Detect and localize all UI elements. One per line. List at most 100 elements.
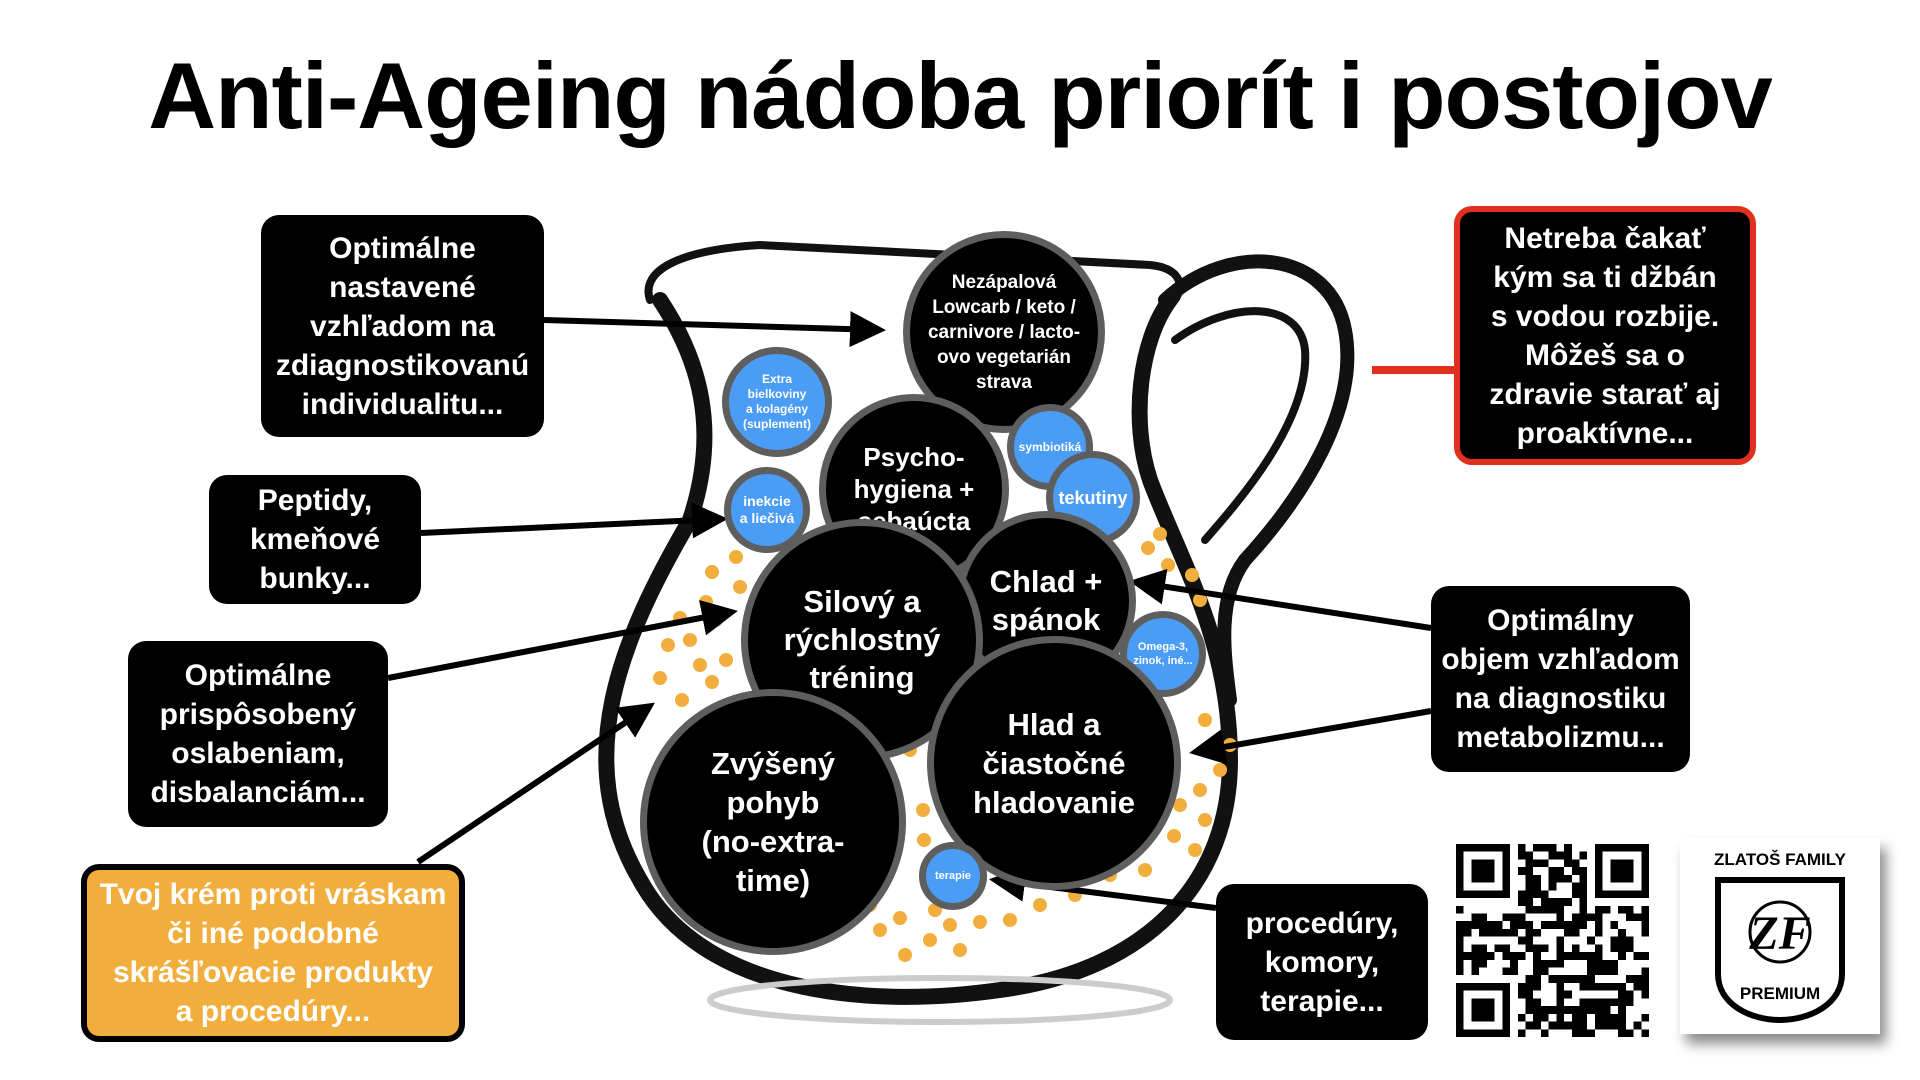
qr-module — [1564, 975, 1572, 983]
qr-module — [1548, 975, 1557, 983]
qr-module — [1564, 921, 1572, 929]
qr-module — [1479, 959, 1487, 968]
qr-module — [1556, 990, 1565, 999]
qr-module — [1641, 952, 1649, 960]
qr-module — [1641, 982, 1649, 991]
qr-module — [1633, 1021, 1642, 1030]
qr-module — [1556, 921, 1565, 929]
qr-module — [1571, 928, 1580, 937]
qr-module — [1594, 959, 1603, 968]
qr-module — [1533, 928, 1541, 937]
circle-therapy: terapie — [919, 842, 987, 910]
qr-module — [1486, 928, 1495, 937]
arrow-diet — [543, 311, 886, 348]
orange-dot — [953, 943, 967, 957]
qr-module — [1548, 851, 1557, 860]
qr-module — [1510, 967, 1518, 976]
logo-tier-text: PREMIUM — [1740, 984, 1820, 1003]
qr-module — [1587, 982, 1595, 991]
circle-protein: Extra bielkoviny a kolagény (suplement) — [722, 347, 832, 457]
qr-module — [1533, 844, 1541, 852]
qr-module — [1540, 859, 1549, 868]
qr-module — [1579, 952, 1588, 960]
qr-module — [1625, 913, 1634, 922]
qr-module — [1587, 936, 1595, 945]
qr-module — [1502, 952, 1511, 960]
qr-module — [1540, 898, 1549, 906]
orange-dot — [1167, 829, 1181, 843]
qr-module — [1602, 905, 1611, 914]
orange-dot — [1173, 798, 1187, 812]
logo-mark: ZF — [1748, 907, 1810, 960]
qr-module — [1556, 905, 1565, 914]
orange-dot — [1141, 541, 1155, 555]
qr-module — [1517, 921, 1526, 929]
orange-dot — [675, 693, 689, 707]
qr-module — [1587, 1006, 1595, 1014]
orange-dot — [661, 638, 675, 652]
qr-module — [1556, 998, 1565, 1007]
qr-module — [1564, 1021, 1572, 1030]
orange-dot — [1193, 783, 1207, 797]
qr-module — [1641, 1013, 1649, 1022]
qr-module — [1556, 898, 1565, 906]
qr-module — [1456, 936, 1464, 945]
qr-module — [1571, 882, 1580, 891]
qr-module — [1456, 905, 1464, 914]
qr-module — [1579, 982, 1588, 991]
qr-module — [1625, 905, 1634, 914]
qr-module — [1540, 959, 1549, 968]
qr-module — [1525, 882, 1534, 891]
qr-module — [1564, 859, 1572, 868]
qr-module — [1463, 952, 1472, 960]
qr-module — [1502, 928, 1511, 937]
arrows — [387, 311, 1432, 911]
qr-module — [1579, 913, 1588, 922]
qr-module — [1494, 921, 1503, 929]
qr-module — [1548, 959, 1557, 968]
qr-module — [1641, 913, 1649, 922]
qr-module — [1571, 890, 1580, 899]
orange-dot — [1161, 558, 1175, 572]
qr-module — [1556, 975, 1565, 983]
callout-diet-setting: Optimálne nastavené vzhľadom na zdiagnos… — [261, 215, 544, 437]
qr-module — [1525, 890, 1534, 899]
qr-module — [1517, 990, 1526, 999]
qr-module — [1517, 1029, 1526, 1037]
qr-module — [1610, 998, 1619, 1007]
qr-module — [1510, 928, 1518, 937]
qr-module — [1533, 975, 1541, 983]
qr-module — [1517, 867, 1526, 875]
qr-module — [1517, 936, 1526, 945]
qr-module — [1587, 967, 1595, 976]
orange-dot — [917, 833, 931, 847]
qr-module — [1471, 952, 1480, 960]
qr-module — [1463, 928, 1472, 937]
page-title: Anti-Ageing nádoba priorít i postojov — [148, 43, 1773, 148]
qr-module — [1564, 1006, 1572, 1014]
callout-training-adapted: Optimálne prispôsobený oslabeniam, disba… — [128, 641, 388, 827]
qr-module — [1556, 1006, 1565, 1014]
qr-module — [1494, 944, 1503, 953]
qr-module — [1594, 952, 1603, 960]
qr-module — [1579, 1013, 1588, 1022]
qr-module — [1517, 1013, 1526, 1022]
arrow-peptides — [420, 502, 728, 539]
qr-module — [1510, 952, 1518, 960]
orange-dot — [693, 658, 707, 672]
qr-module — [1602, 1021, 1611, 1030]
orange-dot — [683, 633, 697, 647]
qr-module — [1618, 1021, 1626, 1030]
qr-module — [1548, 882, 1557, 891]
qr-module — [1564, 952, 1572, 960]
qr-module — [1618, 952, 1626, 960]
qr-module — [1641, 967, 1649, 976]
qr-module — [1533, 1021, 1541, 1030]
qr-module — [1618, 1029, 1626, 1037]
qr-code[interactable] — [1456, 844, 1649, 1037]
qr-module — [1548, 921, 1557, 929]
qr-module — [1548, 844, 1557, 852]
qr-module — [1579, 975, 1588, 983]
orange-dot — [705, 565, 719, 579]
